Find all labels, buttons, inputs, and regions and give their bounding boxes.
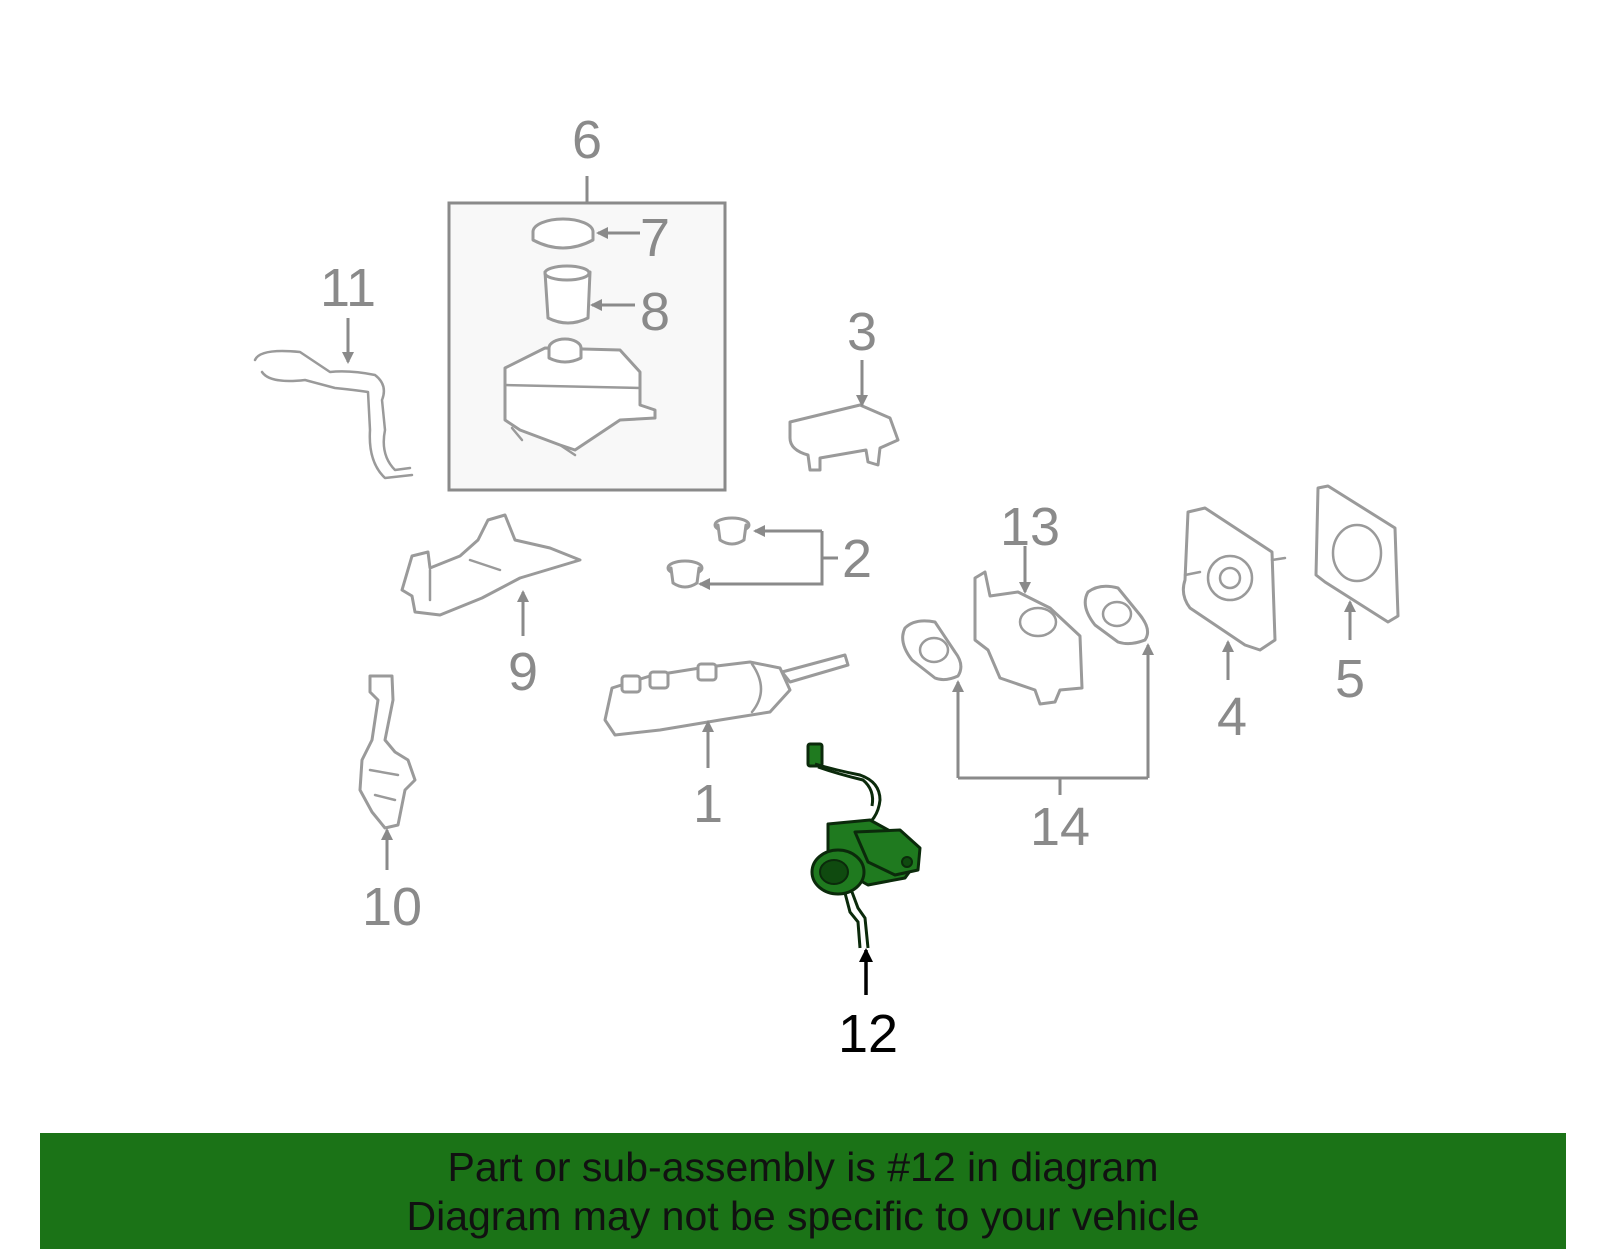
footer-line-1: Part or sub-assembly is #12 in diagram	[447, 1144, 1159, 1190]
callout-9: 9	[508, 642, 538, 702]
bracket-part-3: 3	[788, 302, 900, 472]
callout-12: 12	[838, 1004, 898, 1064]
highlighted-part-12: 12	[806, 742, 922, 1064]
callout-7: 7	[640, 208, 670, 268]
gasket-plate-part: 5	[1314, 484, 1400, 709]
sensor-bracket-part: 10	[358, 674, 422, 937]
reservoir-part	[503, 337, 657, 457]
footer-banner: Part or sub-assembly is #12 in diagram D…	[40, 1133, 1566, 1249]
callout-2: 2	[842, 529, 872, 589]
strainer-part: 8	[543, 264, 670, 342]
bracket-part-9: 9	[400, 513, 582, 702]
callout-3: 3	[847, 302, 877, 362]
hose-part: 11	[253, 258, 414, 480]
callout-6: 6	[572, 110, 602, 170]
grommet-part: 2	[666, 516, 872, 590]
gasket-part-14: 14	[901, 584, 1154, 857]
callout-14: 14	[1030, 797, 1090, 857]
footer-line-2: Diagram may not be specific to your vehi…	[406, 1193, 1200, 1239]
master-cylinder-part: 1	[603, 653, 850, 834]
booster-plate-part: 4	[1181, 506, 1287, 747]
callout-11: 11	[320, 258, 376, 318]
callout-10: 10	[362, 877, 422, 937]
callout-5: 5	[1335, 649, 1365, 709]
plate-part-13: 13	[973, 497, 1084, 706]
reservoir-cap-part: 7	[531, 208, 670, 268]
callout-4: 4	[1217, 687, 1247, 747]
callout-13: 13	[1000, 497, 1060, 557]
callout-1: 1	[693, 774, 723, 834]
callout-8: 8	[640, 282, 670, 342]
